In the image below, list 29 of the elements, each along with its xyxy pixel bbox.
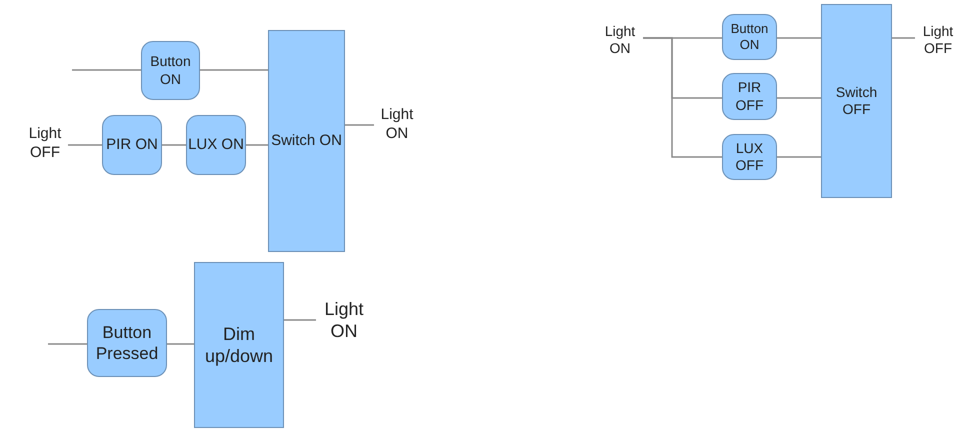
signal-label: Light ON [316,296,372,344]
rounded-process-box: Button ON [141,41,200,100]
process-box: Dim up/down [194,262,284,428]
signal-label: Light ON [374,103,420,147]
connector-line [345,124,374,126]
rounded-process-box: PIR ON [102,115,162,175]
connector-line [68,144,102,146]
connector-line [48,343,87,345]
connector-line [777,156,821,158]
rounded-process-box: Button Pressed [87,309,167,377]
connector-line [200,69,268,71]
connector-line [72,69,141,71]
connector-line [777,37,821,39]
signal-label: Light OFF [22,122,68,166]
signal-label: Light OFF [915,18,961,62]
rounded-process-box: PIR OFF [722,73,777,120]
rounded-process-box: Button ON [722,14,777,60]
connector-line [167,343,194,345]
connector-line [777,97,821,99]
rounded-process-box: LUX OFF [722,134,777,180]
connector-line [284,319,316,321]
connector-line [246,144,268,146]
signal-label: Light ON [597,18,643,62]
rounded-process-box: LUX ON [186,115,246,175]
process-box: Switch ON [268,30,345,252]
connector-line [892,37,915,39]
connector-line [162,144,186,146]
process-box: Switch OFF [821,4,892,198]
connector-line [643,37,722,158]
